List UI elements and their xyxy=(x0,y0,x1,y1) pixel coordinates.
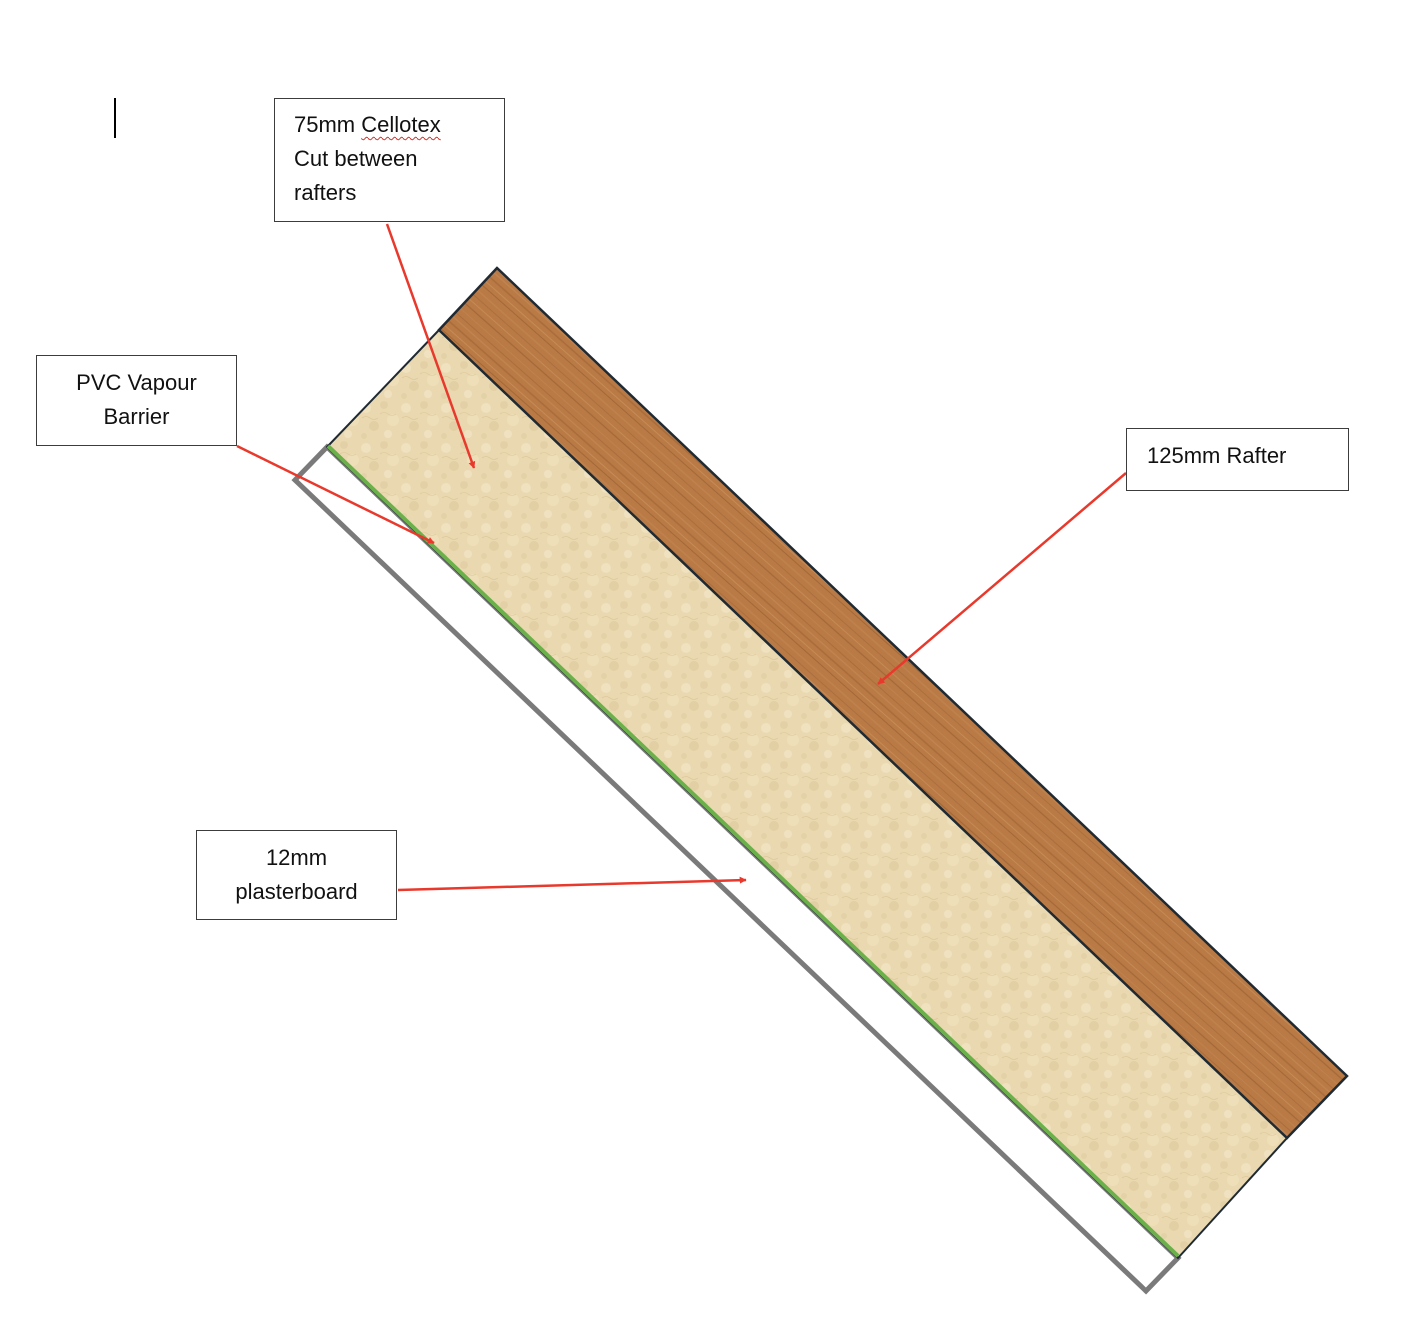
rafter-label-line-1: 125mm Rafter xyxy=(1147,443,1287,468)
vapour-barrier-label-box[interactable]: PVC Vapour Barrier xyxy=(36,355,237,446)
rafter-layer xyxy=(437,266,1349,1140)
cellotex-label-line-3: rafters xyxy=(294,180,357,205)
plasterboard-arrow xyxy=(397,876,747,892)
cellotex-label-line-2: Cut between xyxy=(294,146,418,171)
plasterboard-label-line-2: plasterboard xyxy=(235,879,358,904)
cellotex-label-box[interactable]: 75mm Cellotex Cut between rafters xyxy=(274,98,505,222)
text-cursor xyxy=(114,98,116,138)
cellotex-label-line-1: 75mm Cellotex xyxy=(294,112,441,137)
plasterboard-label-box[interactable]: 12mm plasterboard xyxy=(196,830,397,920)
vapour-barrier-line xyxy=(326,444,1180,1258)
cellotex-arrow xyxy=(385,223,476,469)
spellcheck-word: Cellotex xyxy=(361,112,441,137)
vapour-barrier-label-line-2: Barrier xyxy=(103,404,170,429)
rafter-label-box[interactable]: 125mm Rafter xyxy=(1126,428,1349,491)
vapour-barrier-label-line-1: PVC Vapour xyxy=(76,370,197,395)
rafter-arrow xyxy=(877,472,1127,685)
plasterboard-label-line-1: 12mm xyxy=(265,845,328,870)
vapour-barrier-arrow xyxy=(236,444,435,545)
